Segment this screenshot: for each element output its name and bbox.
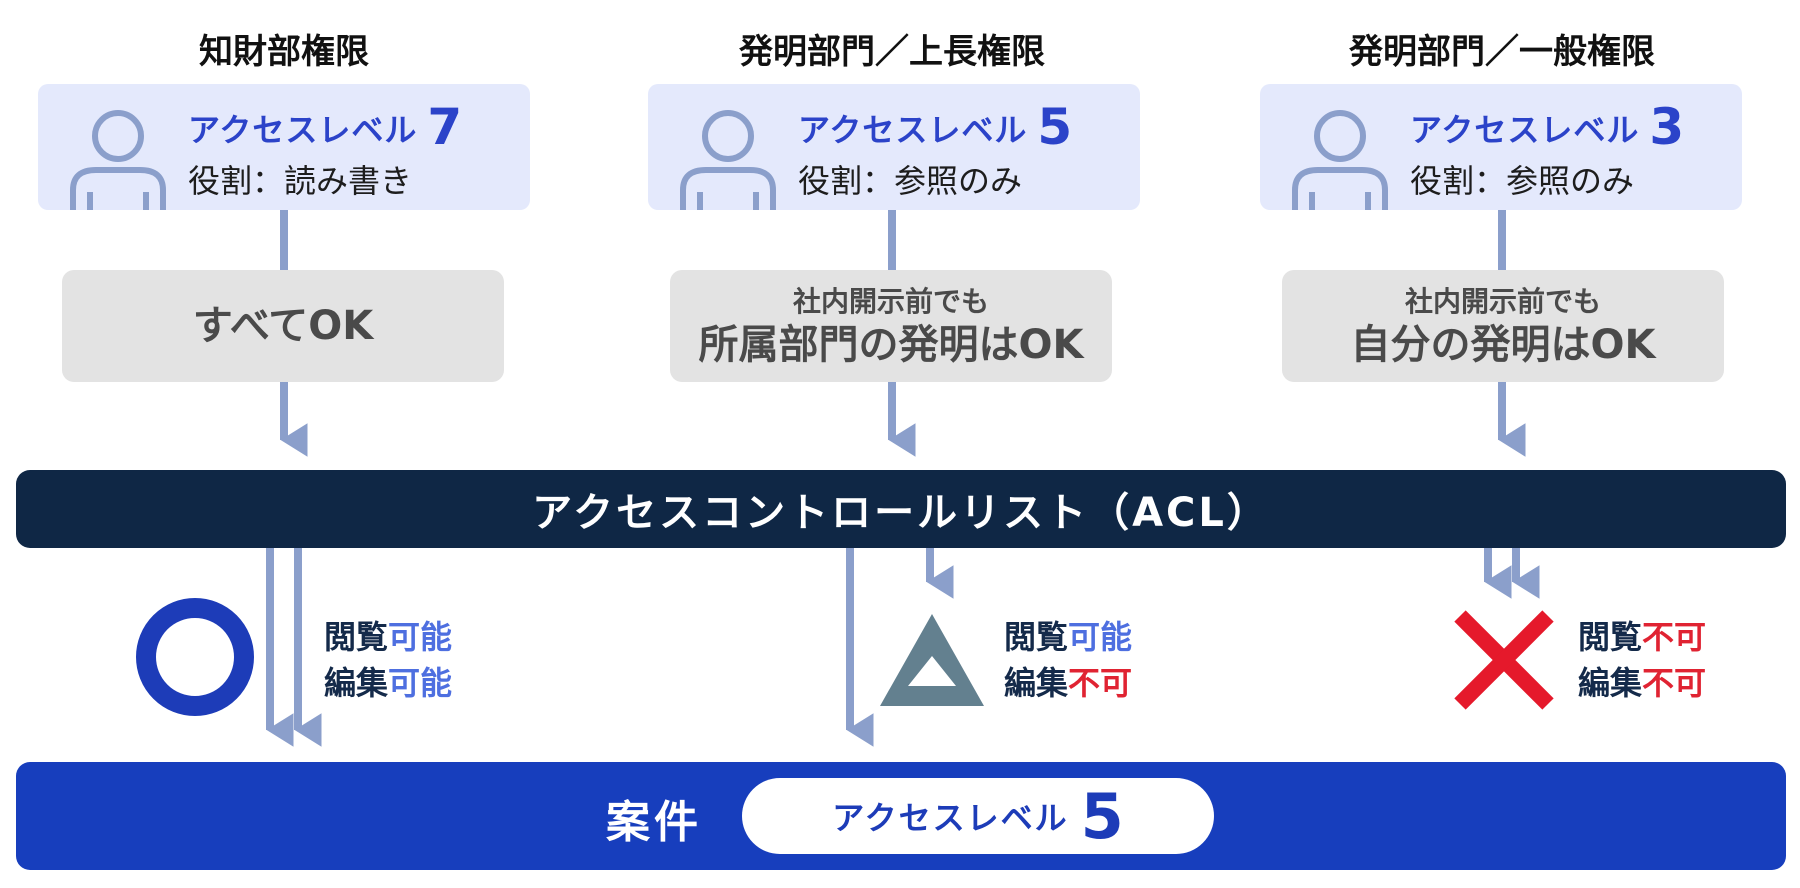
cross-icon bbox=[1454, 610, 1554, 710]
column-title: 知財部権限 bbox=[199, 32, 369, 72]
permission-text: 所属部門の発明はOK bbox=[698, 322, 1084, 368]
access-level-label: アクセスレベル bbox=[798, 111, 1028, 149]
column-title: 発明部門／一般権限 bbox=[1349, 32, 1655, 72]
case-level-value: 5 bbox=[1080, 779, 1124, 853]
edit-label: 編集 bbox=[1578, 664, 1643, 702]
result-text: 閲覧可能 編集可能 bbox=[324, 614, 452, 706]
permission-condition: 社内開示前でも bbox=[792, 285, 989, 318]
acl-bar: アクセスコントロールリスト（ACL） bbox=[16, 470, 1786, 548]
column-title: 発明部門／上長権限 bbox=[739, 32, 1045, 72]
edit-status: 不可 bbox=[1068, 664, 1133, 702]
case-level-pill: アクセスレベル 5 bbox=[742, 778, 1214, 854]
view-status: 可能 bbox=[1068, 618, 1133, 656]
role-text: 役割：読み書き bbox=[188, 162, 413, 200]
acl-label: アクセスコントロールリスト（ACL） bbox=[532, 490, 1270, 536]
permission-text: すべてOK bbox=[192, 303, 374, 349]
view-label: 閲覧 bbox=[1578, 618, 1643, 656]
triangle-icon bbox=[880, 614, 984, 706]
role-text: 役割：参照のみ bbox=[798, 162, 1023, 200]
edit-status: 不可 bbox=[1642, 664, 1707, 702]
access-level-value: 3 bbox=[1649, 98, 1685, 156]
view-label: 閲覧 bbox=[324, 618, 389, 656]
edit-status: 可能 bbox=[388, 664, 453, 702]
role-text: 役割：参照のみ bbox=[1410, 162, 1635, 200]
edit-label: 編集 bbox=[1004, 664, 1069, 702]
permission-condition: 社内開示前でも bbox=[1404, 285, 1601, 318]
access-level-label: アクセスレベル bbox=[188, 111, 418, 149]
case-bar: 案件 アクセスレベル 5 bbox=[16, 762, 1786, 870]
access-level-value: 5 bbox=[1037, 98, 1073, 156]
permission-box: すべてOK bbox=[62, 270, 504, 382]
person-icon bbox=[70, 110, 166, 210]
permission-text: 自分の発明はOK bbox=[1350, 322, 1656, 368]
view-status: 不可 bbox=[1642, 618, 1707, 656]
access-level-label: アクセスレベル bbox=[1410, 111, 1640, 149]
permission-box: 社内開示前でも 自分の発明はOK bbox=[1282, 270, 1724, 382]
view-status: 可能 bbox=[388, 618, 453, 656]
case-level-label: アクセスレベル bbox=[832, 799, 1069, 837]
circle-icon bbox=[136, 598, 254, 716]
result-text: 閲覧可能 編集不可 bbox=[1004, 614, 1132, 706]
case-label: 案件 bbox=[606, 797, 702, 848]
edit-label: 編集 bbox=[324, 664, 389, 702]
permission-box: 社内開示前でも 所属部門の発明はOK bbox=[670, 270, 1112, 382]
result-text: 閲覧不可 編集不可 bbox=[1578, 614, 1706, 706]
view-label: 閲覧 bbox=[1004, 618, 1069, 656]
person-icon bbox=[680, 110, 776, 210]
person-icon bbox=[1292, 110, 1388, 210]
access-level-value: 7 bbox=[427, 98, 463, 156]
